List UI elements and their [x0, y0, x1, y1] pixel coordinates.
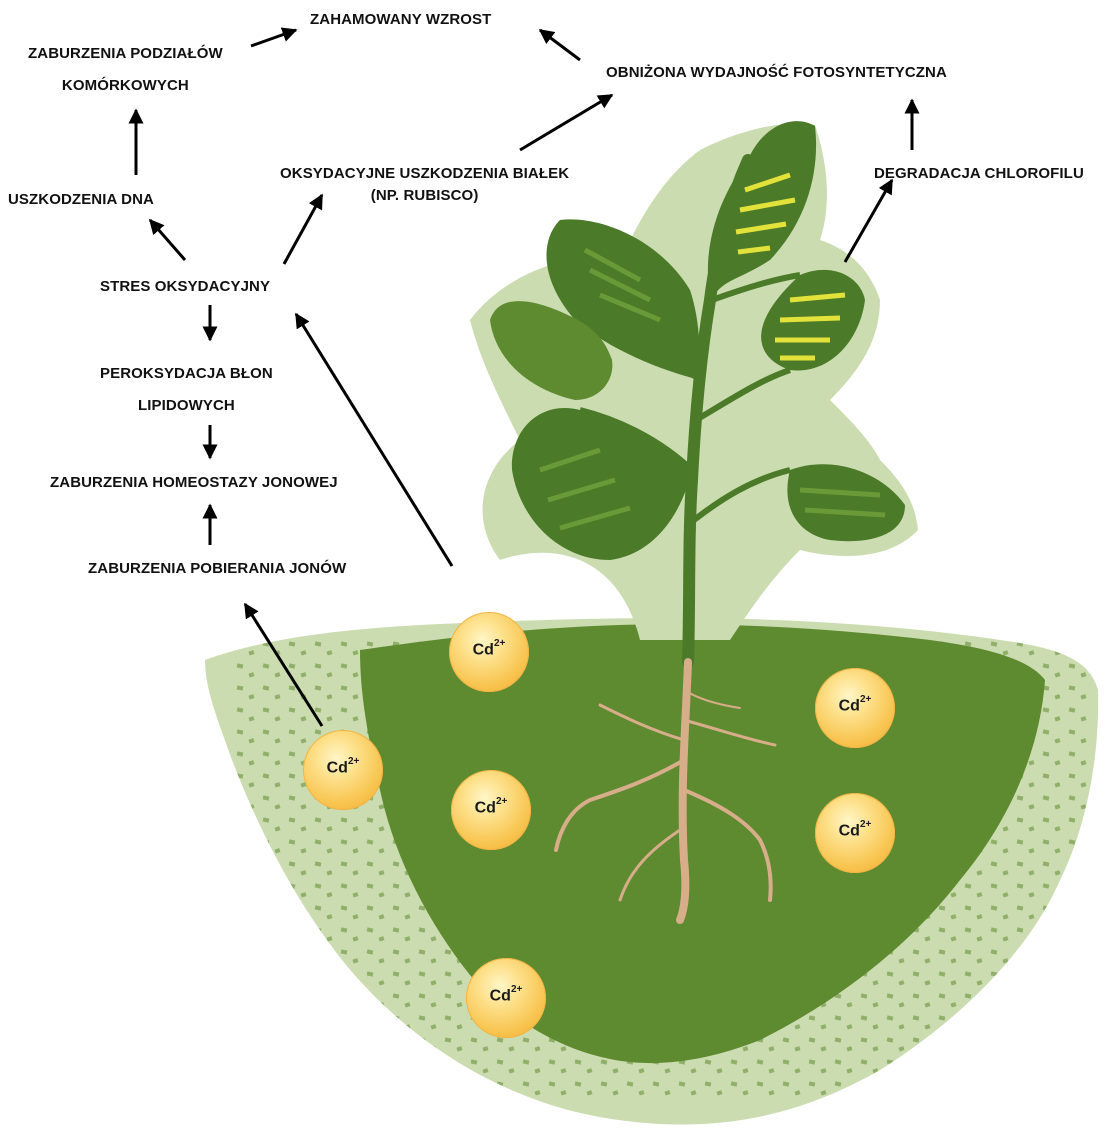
- ion-symbol: Cd: [490, 988, 511, 1005]
- label-zahamowany-wzrost: ZAHAMOWANY WZROST: [310, 10, 491, 30]
- label-zaburzenia-podzialow: ZABURZENIA PODZIAŁÓW KOMÓRKOWYCH: [28, 44, 223, 96]
- ion-symbol: Cd: [327, 760, 348, 777]
- label-homeostaza: ZABURZENIA HOMEOSTAZY JONOWEJ: [50, 473, 338, 493]
- label-peroksydacja: PEROKSYDACJA BŁON LIPIDOWYCH: [100, 364, 273, 416]
- label-oksydacyjne-uszkodzenia: OKSYDACYJNE USZKODZENIA BIAŁEK (NP. RUBI…: [280, 164, 569, 206]
- cadmium-ion: Cd2+: [303, 730, 383, 810]
- label-homeostaza-text: ZABURZENIA HOMEOSTAZY JONOWEJ: [50, 473, 338, 493]
- label-obnizona-wydajnosc-text: OBNIŻONA WYDAJNOŚĆ FOTOSYNTETYCZNA: [606, 63, 947, 83]
- cadmium-ion: Cd2+: [466, 958, 546, 1038]
- ion-charge: 2+: [348, 756, 359, 767]
- ion-symbol: Cd: [839, 698, 860, 715]
- ion-symbol: Cd: [839, 823, 860, 840]
- label-stres-oksydacyjny: STRES OKSYDACYJNY: [100, 277, 270, 297]
- label-stres-text: STRES OKSYDACYJNY: [100, 277, 270, 297]
- label-peroksydacja-line-1: PEROKSYDACJA BŁON: [100, 364, 273, 384]
- cadmium-ion: Cd2+: [449, 612, 529, 692]
- label-pobieranie-jonow: ZABURZENIA POBIERANIA JONÓW: [88, 559, 346, 579]
- label-obnizona-wydajnosc: OBNIŻONA WYDAJNOŚĆ FOTOSYNTETYCZNA: [606, 63, 947, 83]
- ion-charge: 2+: [511, 984, 522, 995]
- label-peroksydacja-line-2: LIPIDOWYCH: [100, 396, 273, 416]
- ion-charge: 2+: [860, 819, 871, 830]
- ion-symbol: Cd: [473, 642, 494, 659]
- ion-charge: 2+: [496, 796, 507, 807]
- label-uszkodzenia-dna: USZKODZENIA DNA: [8, 190, 154, 210]
- cadmium-ion: Cd2+: [815, 793, 895, 873]
- soil-speckles: [230, 640, 1090, 1100]
- label-degradacja-text: DEGRADACJA CHLOROFILU: [874, 164, 1084, 184]
- ion-charge: 2+: [860, 694, 871, 705]
- label-oksydacyjne-line-1: OKSYDACYJNE USZKODZENIA BIAŁEK: [280, 164, 569, 184]
- cadmium-ion: Cd2+: [815, 668, 895, 748]
- label-oksydacyjne-line-2: (NP. RUBISCO): [280, 186, 569, 206]
- label-degradacja-chlorofilu: DEGRADACJA CHLOROFILU: [874, 164, 1084, 184]
- ion-charge: 2+: [494, 638, 505, 649]
- cadmium-ion: Cd2+: [451, 770, 531, 850]
- label-pobieranie-text: ZABURZENIA POBIERANIA JONÓW: [88, 559, 346, 579]
- label-zahamowany-wzrost-text: ZAHAMOWANY WZROST: [310, 10, 491, 30]
- ion-symbol: Cd: [475, 800, 496, 817]
- label-zaburzenia-podzialow-line-1: ZABURZENIA PODZIAŁÓW: [28, 44, 223, 64]
- label-uszkodzenia-dna-text: USZKODZENIA DNA: [8, 190, 154, 210]
- label-zaburzenia-podzialow-line-2: KOMÓRKOWYCH: [28, 76, 223, 96]
